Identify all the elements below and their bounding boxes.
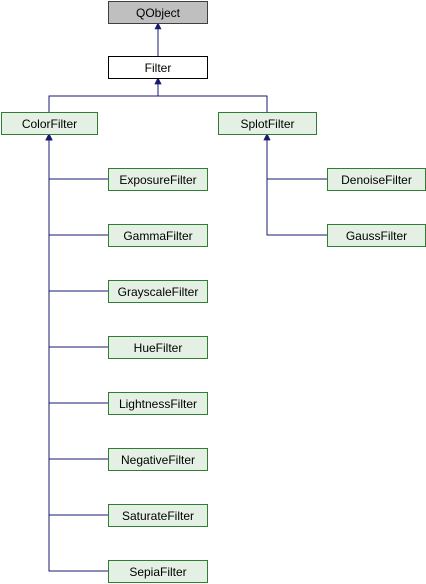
class-label-splotfilter: SplotFilter bbox=[240, 117, 294, 131]
inheritance-edge-lightnessfilter-to-colorfilter bbox=[45, 133, 108, 404]
class-node-gaussfilter[interactable]: GaussFilter bbox=[327, 224, 426, 247]
class-box-exposurefilter bbox=[108, 168, 208, 191]
class-box-lightnessfilter bbox=[108, 392, 208, 415]
inheritance-edge-colorfilter-to-filter bbox=[48, 77, 162, 112]
class-node-denoisefilter[interactable]: DenoiseFilter bbox=[327, 168, 426, 191]
class-node-grayscalefilter[interactable]: GrayscaleFilter bbox=[108, 280, 208, 303]
class-box-saturatefilter bbox=[108, 504, 208, 527]
inheritance-edge-sepiafilter-to-colorfilter bbox=[45, 133, 108, 572]
class-label-sepiafilter: SepiaFilter bbox=[129, 565, 186, 579]
class-label-exposurefilter: ExposureFilter bbox=[119, 173, 196, 187]
class-node-lightnessfilter[interactable]: LightnessFilter bbox=[108, 392, 208, 415]
inheritance-edge-huefilter-to-colorfilter bbox=[45, 133, 108, 348]
inheritance-edge-gaussfilter-to-splotfilter bbox=[263, 133, 327, 236]
class-node-gammafilter[interactable]: GammaFilter bbox=[108, 224, 208, 247]
inheritance-edge-saturatefilter-to-colorfilter bbox=[45, 133, 108, 516]
class-box-grayscalefilter bbox=[108, 280, 208, 303]
class-node-huefilter[interactable]: HueFilter bbox=[108, 336, 208, 359]
inheritance-edge-exposurefilter-to-colorfilter bbox=[45, 133, 108, 180]
class-box-colorfilter bbox=[1, 112, 98, 135]
class-label-huefilter: HueFilter bbox=[134, 341, 183, 355]
class-node-colorfilter[interactable]: ColorFilter bbox=[1, 112, 98, 135]
class-box-splotfilter bbox=[218, 112, 317, 135]
class-label-colorfilter: ColorFilter bbox=[22, 117, 77, 131]
class-box-sepiafilter bbox=[108, 560, 208, 583]
class-box-filter bbox=[108, 56, 208, 79]
class-label-grayscalefilter: GrayscaleFilter bbox=[118, 285, 199, 299]
inheritance-edge-denoisefilter-to-splotfilter bbox=[263, 133, 327, 180]
class-node-exposurefilter[interactable]: ExposureFilter bbox=[108, 168, 208, 191]
inheritance-edge-negativefilter-to-colorfilter bbox=[45, 133, 108, 460]
class-node-qobject[interactable]: QObject bbox=[108, 1, 208, 24]
class-box-huefilter bbox=[108, 336, 208, 359]
class-box-qobject bbox=[108, 1, 208, 24]
class-label-lightnessfilter: LightnessFilter bbox=[119, 397, 197, 411]
class-label-negativefilter: NegativeFilter bbox=[121, 453, 195, 467]
class-label-filter: Filter bbox=[145, 61, 172, 75]
inheritance-edge-gammafilter-to-colorfilter bbox=[45, 133, 108, 236]
class-node-negativefilter[interactable]: NegativeFilter bbox=[108, 448, 208, 471]
class-box-gammafilter bbox=[108, 224, 208, 247]
class-label-denoisefilter: DenoiseFilter bbox=[341, 173, 412, 187]
class-label-saturatefilter: SaturateFilter bbox=[122, 509, 194, 523]
class-node-saturatefilter[interactable]: SaturateFilter bbox=[108, 504, 208, 527]
class-node-sepiafilter[interactable]: SepiaFilter bbox=[108, 560, 208, 583]
inheritance-edges bbox=[45, 22, 327, 572]
class-label-qobject: QObject bbox=[136, 6, 181, 20]
inheritance-edge-grayscalefilter-to-colorfilter bbox=[45, 133, 108, 292]
class-label-gammafilter: GammaFilter bbox=[123, 229, 192, 243]
class-box-negativefilter bbox=[108, 448, 208, 471]
class-node-filter[interactable]: Filter bbox=[108, 56, 208, 79]
class-node-splotfilter[interactable]: SplotFilter bbox=[218, 112, 317, 135]
inheritance-edge-splotfilter-to-filter bbox=[154, 77, 268, 112]
class-label-gaussfilter: GaussFilter bbox=[346, 229, 407, 243]
